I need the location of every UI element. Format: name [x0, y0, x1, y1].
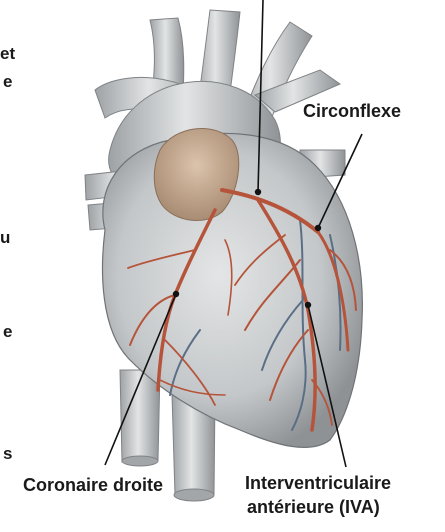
- cropped-label-fragment: e: [3, 72, 12, 92]
- cropped-label-fragment: u: [0, 228, 10, 248]
- cropped-label-fragment: e: [3, 322, 12, 342]
- label-circonflexe: Circonflexe: [303, 100, 401, 122]
- aortic-root: [154, 129, 239, 221]
- label-coronaire-droite: Coronaire droite: [23, 474, 163, 496]
- label-interventriculaire-line2: antérieure (IVA): [247, 496, 380, 518]
- label-interventriculaire-line1: Interventriculaire: [245, 472, 391, 494]
- cropped-label-fragment: s: [3, 444, 12, 464]
- cropped-label-fragment: et: [0, 44, 15, 64]
